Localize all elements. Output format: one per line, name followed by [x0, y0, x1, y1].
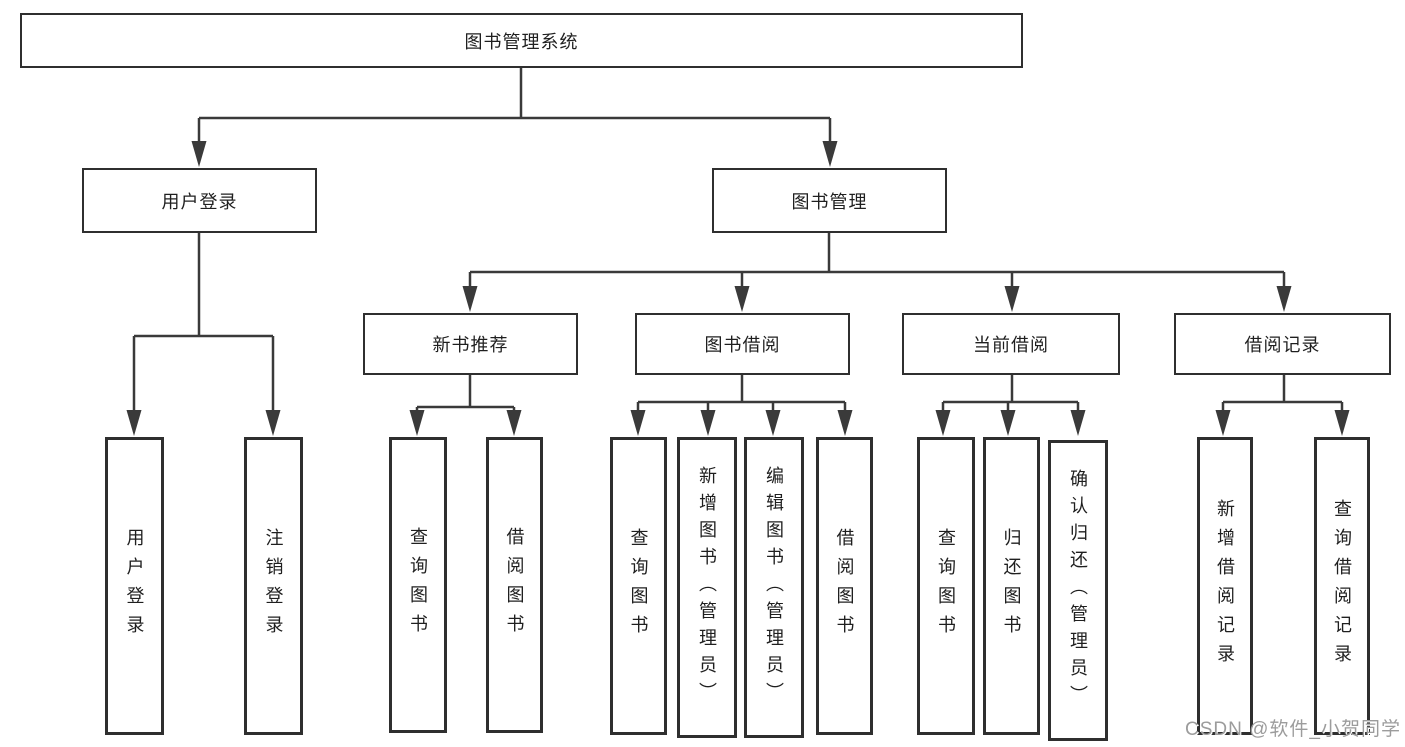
node-user-login: 用户登录	[82, 168, 317, 233]
leaf-cb-return-books: 归还图书	[983, 437, 1040, 735]
leaf-br-add-record: 新增借阅记录	[1197, 437, 1253, 735]
node-current-borrow: 当前借阅	[902, 313, 1120, 375]
leaf-rec-borrow-books: 借阅图书	[486, 437, 543, 733]
leaf-bb-edit-books-admin: 编辑图书（管理员）	[744, 437, 804, 738]
leaf-user-login: 用户登录	[105, 437, 164, 735]
node-borrow-records: 借阅记录	[1174, 313, 1391, 375]
leaf-cb-query-books: 查询图书	[917, 437, 975, 735]
leaf-bb-query-books: 查询图书	[610, 437, 667, 735]
leaf-bb-borrow-books: 借阅图书	[816, 437, 873, 735]
leaf-cb-confirm-return-admin: 确认归还（管理员）	[1048, 440, 1108, 741]
node-new-book-recommend: 新书推荐	[363, 313, 578, 375]
leaf-br-query-record: 查询借阅记录	[1314, 437, 1370, 735]
csdn-watermark: CSDN @软件_小贺同学	[1185, 719, 1401, 740]
node-book-borrow: 图书借阅	[635, 313, 850, 375]
node-library-management-system: 图书管理系统	[20, 13, 1023, 68]
arrowheads	[126, 141, 1350, 436]
leaf-logout: 注销登录	[244, 437, 303, 735]
leaf-rec-query-books: 查询图书	[389, 437, 447, 733]
leaf-bb-add-books-admin: 新增图书（管理员）	[677, 437, 737, 738]
node-book-management: 图书管理	[712, 168, 947, 233]
